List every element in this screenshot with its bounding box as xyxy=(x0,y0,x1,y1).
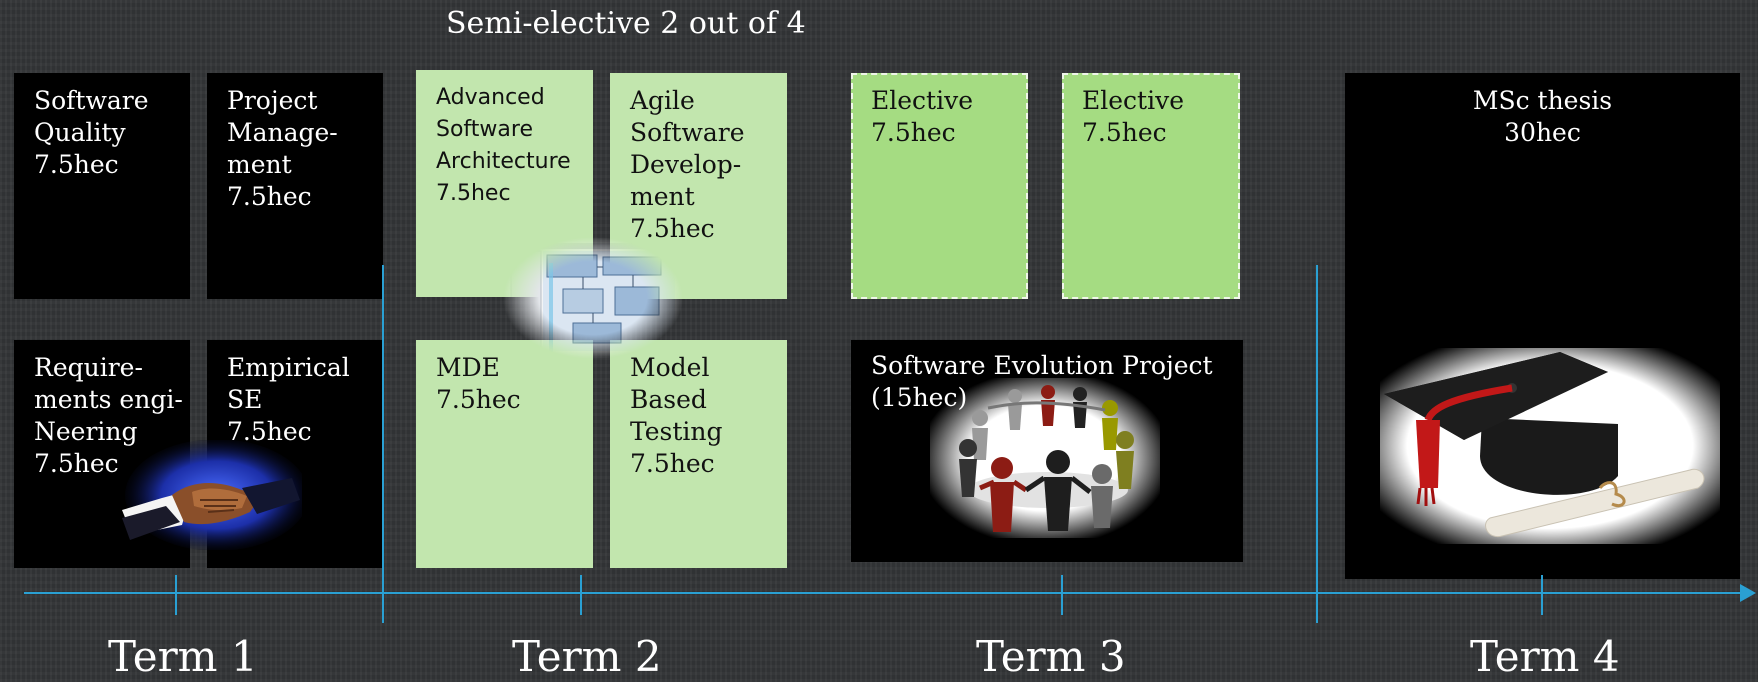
term-tick xyxy=(580,575,582,615)
course-label: Require- ments engi- Neering 7.5hec xyxy=(34,353,183,478)
course-label: Software Quality 7.5hec xyxy=(34,86,149,179)
term-3-label: Term 3 xyxy=(976,632,1126,681)
people-circle-icon xyxy=(930,378,1160,538)
course-elective-1: Elective 7.5hec xyxy=(851,73,1028,299)
course-project-management: Project Manage- ment 7.5hec xyxy=(207,73,383,299)
term-tick xyxy=(175,575,177,615)
term-4-label: Term 4 xyxy=(1470,632,1620,681)
term-divider xyxy=(382,265,384,623)
course-label: Elective 7.5hec xyxy=(871,86,974,147)
uml-diagram-icon xyxy=(503,237,683,359)
course-label: MDE 7.5hec xyxy=(436,353,521,414)
timeline-arrow-icon xyxy=(1740,584,1756,602)
handshake-icon xyxy=(122,439,309,551)
course-label: Elective 7.5hec xyxy=(1082,86,1185,147)
course-label: Empirical SE 7.5hec xyxy=(227,353,350,446)
course-label: Model Based Testing 7.5hec xyxy=(630,353,723,478)
course-label: MSc thesis 30hec xyxy=(1472,86,1613,147)
semi-elective-label: Semi-elective 2 out of 4 xyxy=(446,6,806,41)
term-tick xyxy=(1541,575,1543,615)
term-divider xyxy=(1316,265,1318,623)
course-model-based-testing: Model Based Testing 7.5hec xyxy=(610,340,787,568)
course-elective-2: Elective 7.5hec xyxy=(1062,73,1240,299)
timeline-axis xyxy=(24,592,1746,594)
course-label: Project Manage- ment 7.5hec xyxy=(227,86,338,211)
course-label: Agile Software Develop- ment 7.5hec xyxy=(630,86,745,243)
course-software-quality: Software Quality 7.5hec xyxy=(14,73,190,299)
graduation-cap-icon xyxy=(1380,348,1720,544)
course-mde: MDE 7.5hec xyxy=(416,340,593,568)
course-label: Advanced Software Architecture 7.5hec xyxy=(436,85,571,206)
term-tick xyxy=(1061,575,1063,615)
term-2-label: Term 2 xyxy=(512,632,662,681)
term-1-label: Term 1 xyxy=(108,632,258,681)
